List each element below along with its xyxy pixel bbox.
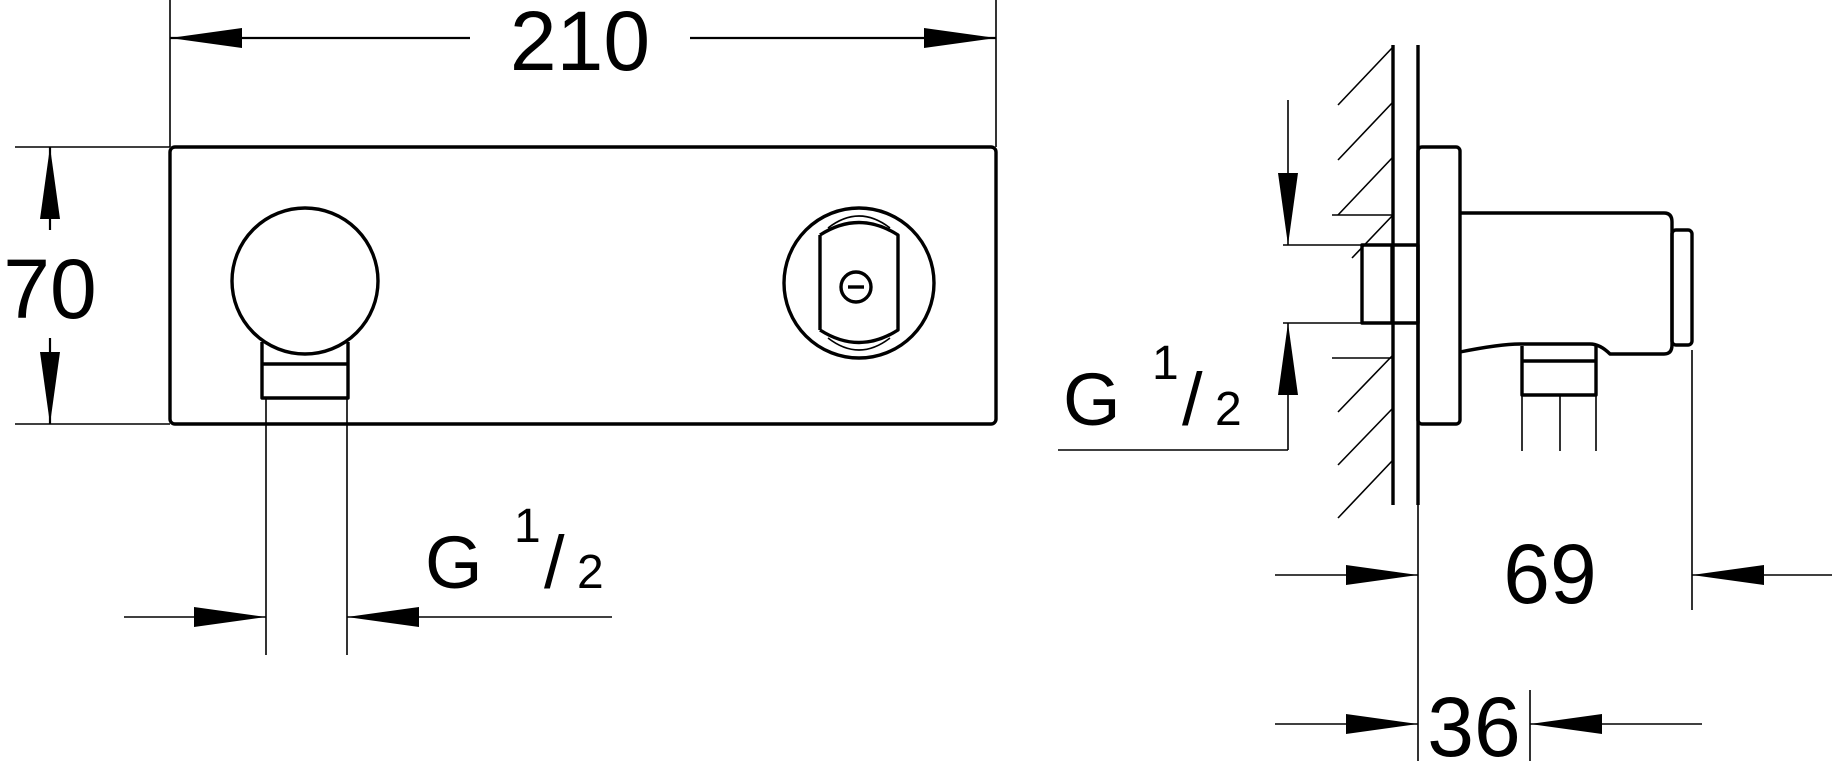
front-plate-outline	[168, 145, 998, 426]
side-body-outline	[1459, 211, 1674, 356]
height-arrow-top	[40, 147, 60, 219]
side-thread-label: G 1 / 2	[1063, 337, 1242, 441]
side-thread-arrow-top	[1278, 173, 1298, 245]
svg-text:1: 1	[514, 500, 541, 553]
left-handle-knob	[230, 206, 380, 356]
svg-text:1: 1	[1152, 337, 1179, 390]
plate-arrow-left	[1346, 714, 1418, 734]
right-outlet-insert	[818, 220, 900, 345]
plate-arrow-right	[1530, 714, 1602, 734]
thread-arrow-left	[194, 607, 266, 627]
side-thread-arrow-bottom	[1278, 323, 1298, 395]
side-plate	[1416, 145, 1462, 426]
height-arrow-bottom	[40, 352, 60, 424]
right-outlet-knob	[782, 206, 936, 360]
width-arrow-right	[924, 28, 996, 48]
side-end-cap	[1670, 228, 1694, 347]
depth-arrow-left	[1346, 565, 1418, 585]
svg-text:2: 2	[577, 546, 604, 599]
width-arrow-left	[170, 28, 242, 48]
thread-arrow-right	[347, 607, 419, 627]
side-view: G 1 / 2 69 36	[1058, 45, 1832, 761]
depth-dimension-label: 69	[1503, 527, 1596, 621]
svg-text:G: G	[425, 521, 483, 604]
side-outlet	[1520, 346, 1598, 397]
left-handle-collar	[260, 342, 350, 400]
plate-dimension-label: 36	[1427, 680, 1520, 761]
wall-hatching	[1337, 46, 1394, 519]
svg-text:2: 2	[1215, 383, 1242, 436]
height-dimension-label: 70	[3, 242, 96, 336]
outlet-screw-icon	[839, 270, 873, 304]
side-connection-stub	[1360, 243, 1420, 325]
svg-text:G: G	[1063, 358, 1121, 441]
front-thread-label: G 1 / 2	[425, 500, 604, 604]
svg-text:/: /	[544, 521, 565, 604]
width-dimension-label: 210	[510, 0, 650, 88]
depth-arrow-right	[1692, 565, 1764, 585]
svg-text:/: /	[1182, 358, 1203, 441]
front-view: 210 70 G 1 / 2	[3, 0, 998, 655]
